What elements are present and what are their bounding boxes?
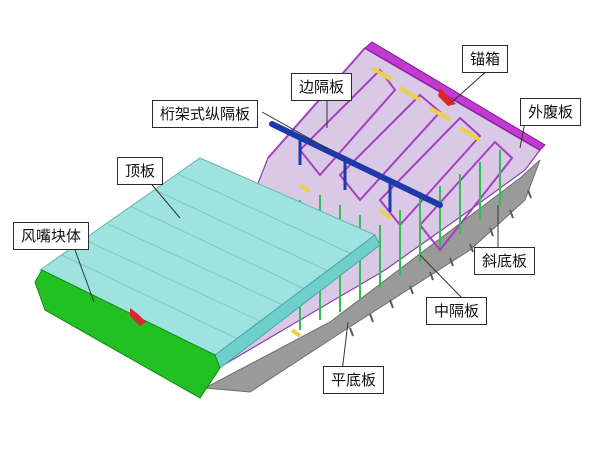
fairing-marker (130, 308, 146, 326)
bottom-stiffener-teeth (349, 189, 532, 337)
truss-longitudinal-diaphragm (269, 121, 443, 208)
leader-lines (74, 67, 526, 373)
truss-posts (298, 138, 392, 212)
label-outer-web: 外腹板 (520, 98, 582, 126)
bottom-plate-shape (203, 159, 541, 393)
label-flat-bottom-plate: 平底板 (323, 366, 385, 394)
label-inclined-bottom-plate: 斜底板 (474, 247, 536, 275)
label-side-diaphragm: 边隔板 (291, 73, 353, 101)
deck-panel-lines (61, 173, 353, 341)
yellow-accents (290, 66, 482, 338)
label-anchor-box: 锚箱 (462, 45, 509, 73)
label-wind-fairing-block: 风嘴块体 (13, 222, 90, 250)
label-top-plate: 顶板 (117, 157, 164, 185)
wind-fairing-shape (34, 269, 221, 399)
anchor-marker (438, 88, 456, 106)
anchor-box-rail (364, 41, 546, 151)
label-middle-diaphragm: 中隔板 (426, 297, 488, 325)
label-truss-longitudinal-diaphragm: 桁架式纵隔板 (152, 100, 259, 128)
